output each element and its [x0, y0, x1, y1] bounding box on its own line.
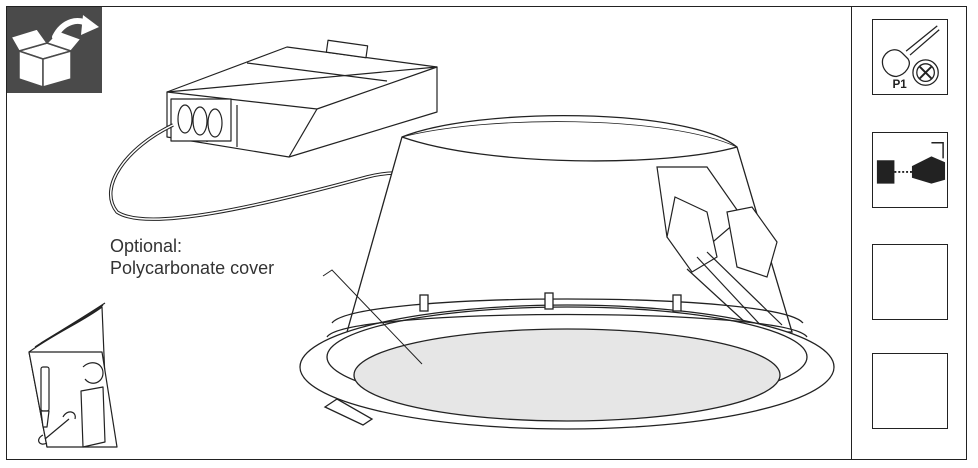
drill-tool-slot	[872, 132, 948, 208]
driver-box	[166, 39, 438, 158]
phillips-screwdriver-icon: P1	[881, 25, 940, 91]
downlight-illustration	[28, 39, 835, 448]
screwdriver-tool-slot: P1	[872, 19, 948, 95]
tool-size-label: P1	[892, 78, 907, 91]
spring-clip	[656, 166, 783, 336]
empty-tool-slot-2	[872, 353, 948, 429]
tools-sidebar: P1	[851, 7, 965, 459]
polycarbonate-cover-lens	[353, 328, 781, 422]
callout-line-1: Optional:	[110, 236, 183, 256]
diagram-frame: Optional: Polycarbonate cover P1	[6, 6, 967, 460]
empty-tool-slot-1	[872, 244, 948, 320]
unboxing-icon	[7, 7, 102, 93]
instruction-booklet-icon	[28, 302, 118, 448]
open-box-arrow-icon	[10, 15, 99, 88]
callout-label: Optional: Polycarbonate cover	[110, 235, 274, 279]
main-illustration-area: Optional: Polycarbonate cover	[7, 7, 851, 459]
drill-icon	[876, 142, 946, 184]
callout-leader-line	[322, 269, 423, 365]
callout-line-2: Polycarbonate cover	[110, 258, 275, 278]
